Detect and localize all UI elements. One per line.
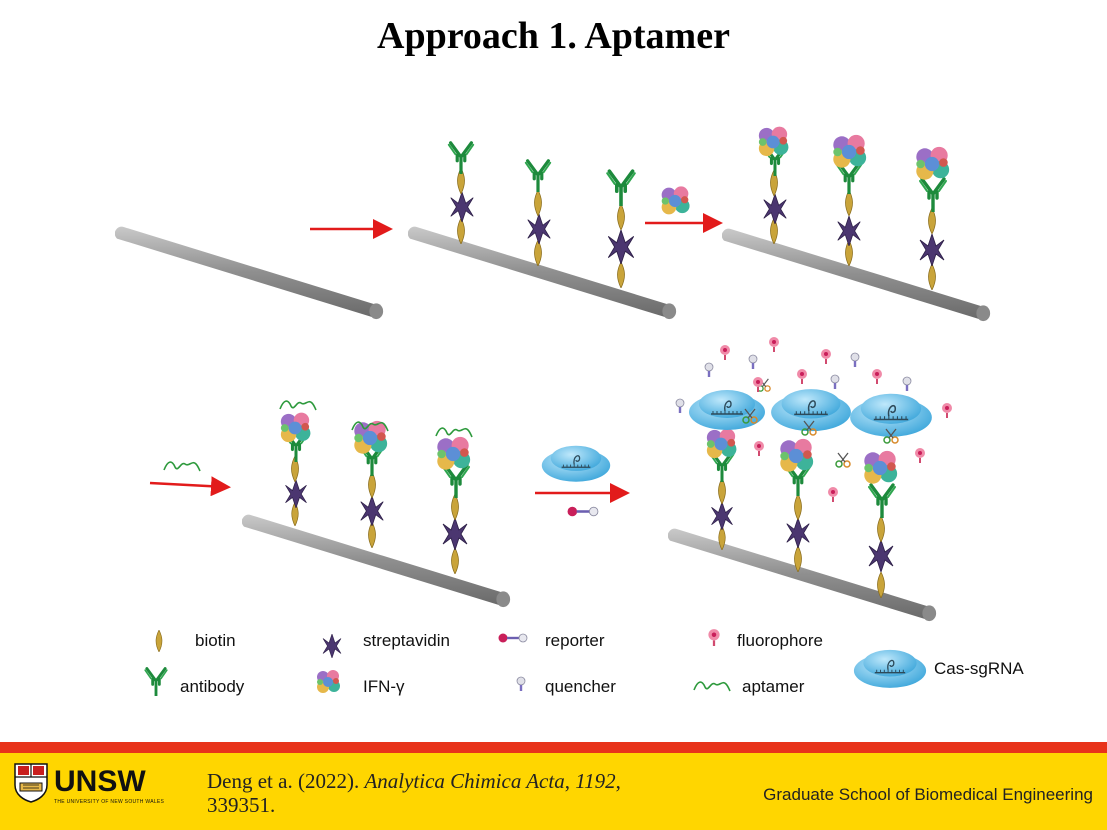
legend: biotin streptavidin reporter fluorophore… bbox=[143, 629, 1024, 696]
aptamer-diagram: biotin streptavidin reporter fluorophore… bbox=[115, 126, 1024, 696]
rod-step1 bbox=[115, 226, 384, 320]
legend-aptamer-symbol bbox=[693, 681, 731, 692]
rod-step5 bbox=[668, 528, 937, 622]
unsw-logo-tagline: THE UNIVERSITY OF NEW SOUTH WALES bbox=[54, 799, 165, 805]
aptamer-free bbox=[163, 461, 201, 472]
footer: UNSW THE UNIVERSITY OF NEW SOUTH WALES D… bbox=[0, 753, 1107, 830]
unsw-logo-text: UNSW bbox=[54, 765, 146, 798]
cas-sgrna-free bbox=[541, 445, 611, 483]
legend-biotin-label: biotin bbox=[195, 631, 236, 650]
ifn-free bbox=[661, 186, 690, 215]
legend-antibody-label: antibody bbox=[180, 677, 245, 696]
citation-authors: Deng et a. (2022). bbox=[207, 769, 365, 793]
legend-quencher-symbol bbox=[516, 676, 526, 692]
legend-cas-label: Cas-sgRNA bbox=[934, 659, 1024, 678]
unsw-crest-icon bbox=[14, 763, 48, 803]
legend-cas-symbol bbox=[853, 649, 927, 689]
legend-quencher-label: quencher bbox=[545, 677, 616, 696]
legend-reporter-label: reporter bbox=[545, 631, 605, 650]
rod-step2 bbox=[408, 226, 677, 320]
capture-stack-step4 bbox=[279, 400, 473, 574]
citation-volume: 1192 bbox=[575, 769, 616, 793]
legend-streptavidin-label: streptavidin bbox=[363, 631, 450, 650]
reporter-free bbox=[567, 505, 599, 518]
footer-accent-bar bbox=[0, 742, 1107, 753]
legend-reporter-symbol bbox=[497, 632, 529, 644]
legend-fluorophore-label: fluorophore bbox=[737, 631, 823, 650]
legend-streptavidin-symbol bbox=[322, 634, 342, 658]
capture-stack-step3 bbox=[758, 126, 950, 290]
citation-pages: 339351. bbox=[207, 793, 276, 817]
arrow-step3 bbox=[149, 476, 231, 497]
legend-aptamer-label: aptamer bbox=[742, 677, 805, 696]
legend-antibody-symbol bbox=[143, 666, 169, 696]
citation-journal: Analytica Chimica Acta bbox=[364, 769, 565, 793]
citation-sep1: , bbox=[564, 769, 576, 793]
school-name: Graduate School of Biomedical Engineerin… bbox=[763, 785, 1093, 804]
citation-sep2: , bbox=[615, 769, 621, 793]
legend-ifn-symbol bbox=[317, 670, 340, 693]
rod-step4 bbox=[242, 514, 511, 608]
legend-fluorophore-symbol bbox=[708, 629, 720, 646]
rod-step3 bbox=[722, 228, 991, 322]
citation: Deng et a. (2022). Analytica Chimica Act… bbox=[207, 769, 727, 817]
legend-biotin-symbol bbox=[155, 630, 163, 652]
slide-title: Approach 1. Aptamer bbox=[377, 15, 730, 57]
legend-ifn-label: IFN-γ bbox=[363, 677, 405, 696]
